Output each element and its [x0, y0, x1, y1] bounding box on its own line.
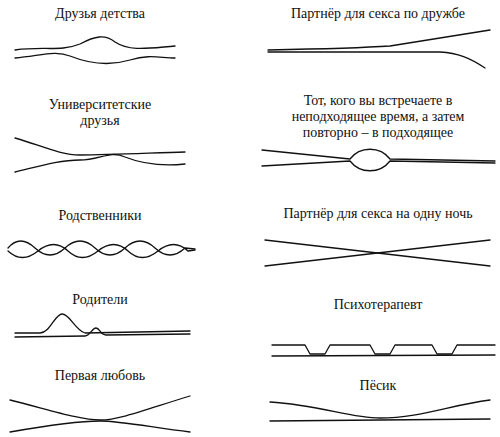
life-line: [15, 53, 175, 63]
doggy-lines: [270, 400, 490, 421]
life-line: [10, 421, 190, 432]
relationship-label: Друзья детства: [5, 6, 195, 22]
life-line: [270, 419, 490, 421]
life-line: [15, 138, 185, 155]
life-line: [15, 328, 190, 337]
life-line: [8, 245, 195, 258]
relationship-label: Первая любовь: [5, 368, 195, 384]
life-line: [270, 400, 490, 418]
life-line: [268, 30, 490, 50]
life-line: [15, 155, 185, 172]
life-line: [262, 149, 495, 161]
relationship-label: Университетские друзья: [30, 97, 170, 129]
life-line: [15, 37, 175, 50]
first-love-lines: [10, 396, 190, 432]
life-line: [15, 314, 190, 333]
life-line: [265, 240, 490, 266]
parents-lines: [15, 314, 190, 337]
childhood-friends-lines: [15, 37, 175, 64]
university-friends-lines: [15, 138, 185, 172]
wrong-time-lines: [262, 149, 495, 171]
therapist-lines: [272, 345, 495, 356]
relationship-label: Психотерапевт: [278, 297, 478, 313]
relationship-label: Партнёр для секса на одну ночь: [263, 206, 493, 222]
relationship-label: Родители: [5, 292, 195, 308]
relationship-label: Пёсик: [278, 378, 478, 394]
life-line: [262, 161, 495, 171]
friends-with-benefits-lines: [268, 30, 490, 68]
life-line: [268, 52, 485, 68]
relationship-label: Родственники: [5, 208, 195, 224]
life-line: [272, 355, 495, 356]
life-line: [10, 396, 190, 420]
one-night-stand-lines: [265, 240, 490, 266]
relatives-lines: [8, 241, 195, 258]
life-line: [272, 345, 495, 354]
life-line: [265, 240, 490, 266]
relationship-label: Тот, кого вы встречаете в неподходящее в…: [271, 93, 486, 141]
relationship-label: Партнёр для секса по дружбе: [263, 6, 493, 22]
